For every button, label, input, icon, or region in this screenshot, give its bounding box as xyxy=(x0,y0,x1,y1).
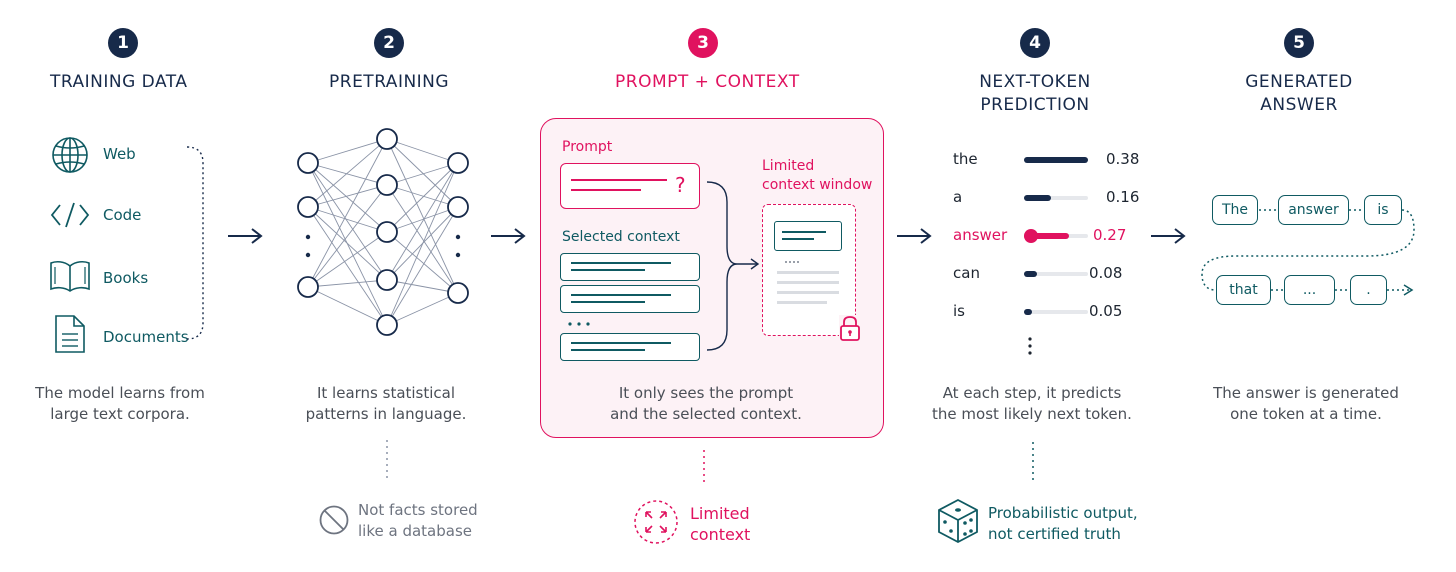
context-item-1 xyxy=(560,253,700,281)
document-icon xyxy=(55,315,85,353)
code-icon xyxy=(50,202,90,228)
prediction-token: the xyxy=(953,150,978,168)
source-documents: Documents xyxy=(103,328,189,346)
step-2-title: PRETRAINING xyxy=(329,72,450,92)
no-icon xyxy=(319,505,349,535)
step-1-number: 1 xyxy=(108,28,138,58)
step-2-number: 2 xyxy=(374,28,404,58)
probability-bar xyxy=(1024,309,1033,315)
answer-token-answer: answer xyxy=(1278,195,1349,225)
prediction-probability: 0.16 xyxy=(1106,188,1140,206)
prediction-token: can xyxy=(953,264,980,282)
step-1-title: TRAINING DATA xyxy=(50,72,188,92)
step-4-number: 4 xyxy=(1020,28,1050,58)
arrow-3 xyxy=(897,228,932,244)
step-5-number: 5 xyxy=(1284,28,1314,58)
connector-4 xyxy=(1032,442,1034,482)
dice-icon xyxy=(938,498,978,544)
prediction-token: is xyxy=(953,302,965,320)
connector-3 xyxy=(703,450,705,484)
source-web: Web xyxy=(103,145,136,163)
answer-flow xyxy=(1201,209,1415,296)
answer-token-is: is xyxy=(1364,195,1402,225)
answer-token-ellipsis: ... xyxy=(1284,275,1335,305)
prediction-ellipsis xyxy=(1028,337,1032,355)
selected-context-label: Selected context xyxy=(562,229,680,245)
answer-token-the: The xyxy=(1212,195,1258,225)
prompt-line-2 xyxy=(571,189,641,191)
prediction-probability: 0.27 xyxy=(1093,226,1127,244)
prediction-token: a xyxy=(953,188,963,206)
lock-icon xyxy=(839,315,861,341)
arrow-4 xyxy=(1151,228,1186,244)
context-item-3 xyxy=(560,333,700,361)
prompt-label: Prompt xyxy=(562,139,613,155)
connector-2 xyxy=(386,440,388,480)
prompt-question-mark: ? xyxy=(675,173,686,197)
prompt-line-1 xyxy=(571,179,667,181)
answer-token-that: that xyxy=(1216,275,1271,305)
neural-network xyxy=(297,128,469,336)
probability-marker xyxy=(1024,229,1038,243)
probability-bar xyxy=(1024,195,1051,201)
context-ellipsis xyxy=(568,322,590,326)
sources-bracket xyxy=(186,146,204,340)
globe-icon xyxy=(52,137,88,173)
source-books: Books xyxy=(103,269,149,287)
prediction-note: Probabilistic output,not certified truth xyxy=(988,504,1138,543)
probability-track xyxy=(1024,196,1088,200)
arrow-1 xyxy=(228,228,263,244)
probability-bar xyxy=(1024,157,1088,163)
step-3-number: 3 xyxy=(688,28,718,58)
probability-bar xyxy=(1024,233,1070,239)
prediction-probability: 0.08 xyxy=(1089,264,1123,282)
context-window xyxy=(762,204,856,336)
context-item-2 xyxy=(560,285,700,313)
expand-icon xyxy=(634,500,678,544)
probability-track xyxy=(1024,310,1088,314)
prompt-box: ? xyxy=(560,163,700,209)
prediction-probability: 0.38 xyxy=(1106,150,1140,168)
probability-bar xyxy=(1024,271,1038,277)
answer-token-period: . xyxy=(1350,275,1387,305)
probability-track xyxy=(1024,272,1088,276)
prediction-probability: 0.05 xyxy=(1089,302,1123,320)
merge-bracket xyxy=(706,181,760,351)
arrow-2 xyxy=(491,228,526,244)
book-icon xyxy=(50,260,90,292)
step-3-title: PROMPT + CONTEXT xyxy=(615,72,800,92)
prediction-token: answer xyxy=(953,226,1008,244)
source-code: Code xyxy=(103,206,142,224)
